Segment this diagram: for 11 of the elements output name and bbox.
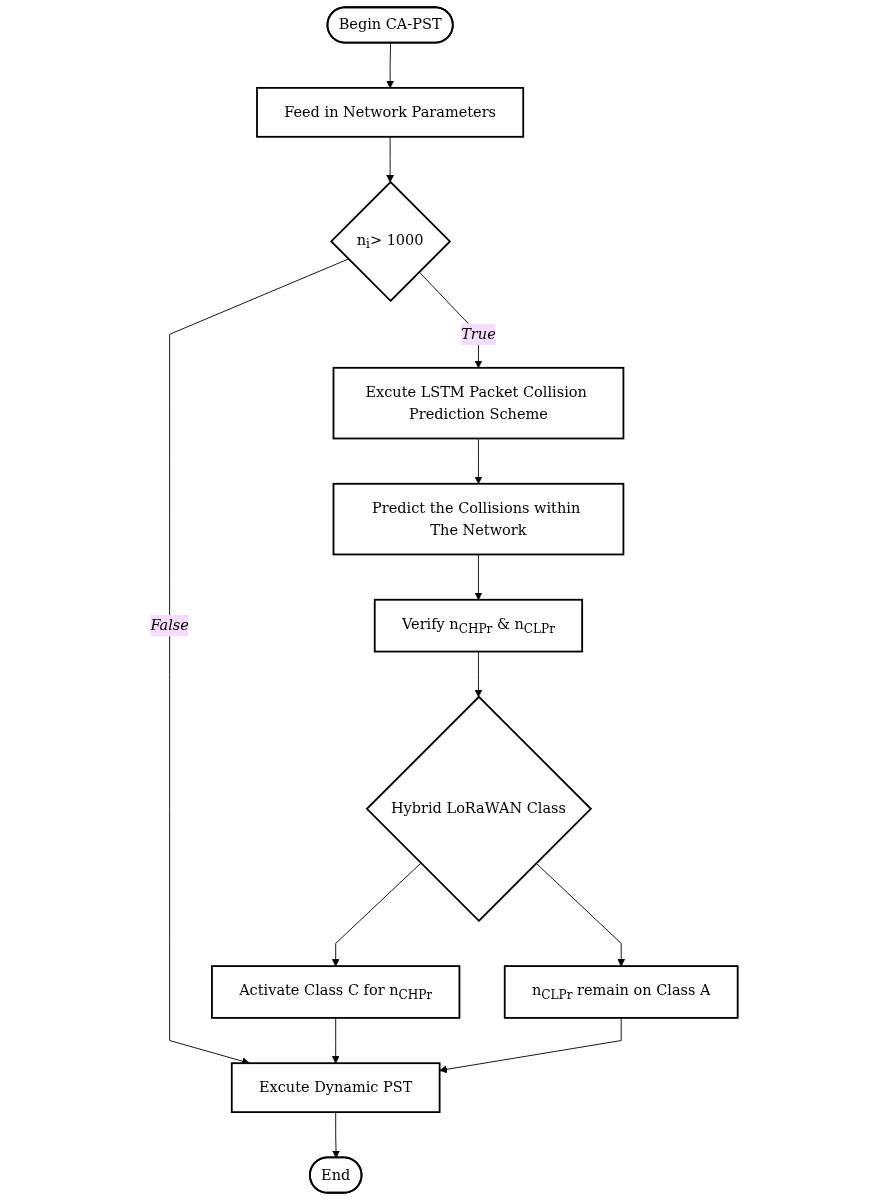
node-box: Activate Class C for n$_{CHPr}$ (211, 965, 461, 1019)
node-diamond: Hybrid LoRaWAN Class (366, 695, 593, 923)
edge-label: True (461, 325, 497, 343)
edge-label: False (150, 616, 190, 634)
node-diamond: n$_{i}$> 1000 (330, 180, 452, 303)
node-box: Excute Dynamic PST (231, 1062, 441, 1114)
node-box: n$_{CLPr}$ remain on Class A (504, 965, 739, 1019)
node-box: Verify n$_{CHPr}$ & n$_{CLPr}$ (374, 598, 584, 653)
node-box: Feed in Network Parameters (256, 86, 525, 138)
node-box: Predict the Collisions within The Network (333, 482, 625, 556)
node-box: Excute LSTM Packet Collision Prediction Scheme (333, 366, 625, 440)
